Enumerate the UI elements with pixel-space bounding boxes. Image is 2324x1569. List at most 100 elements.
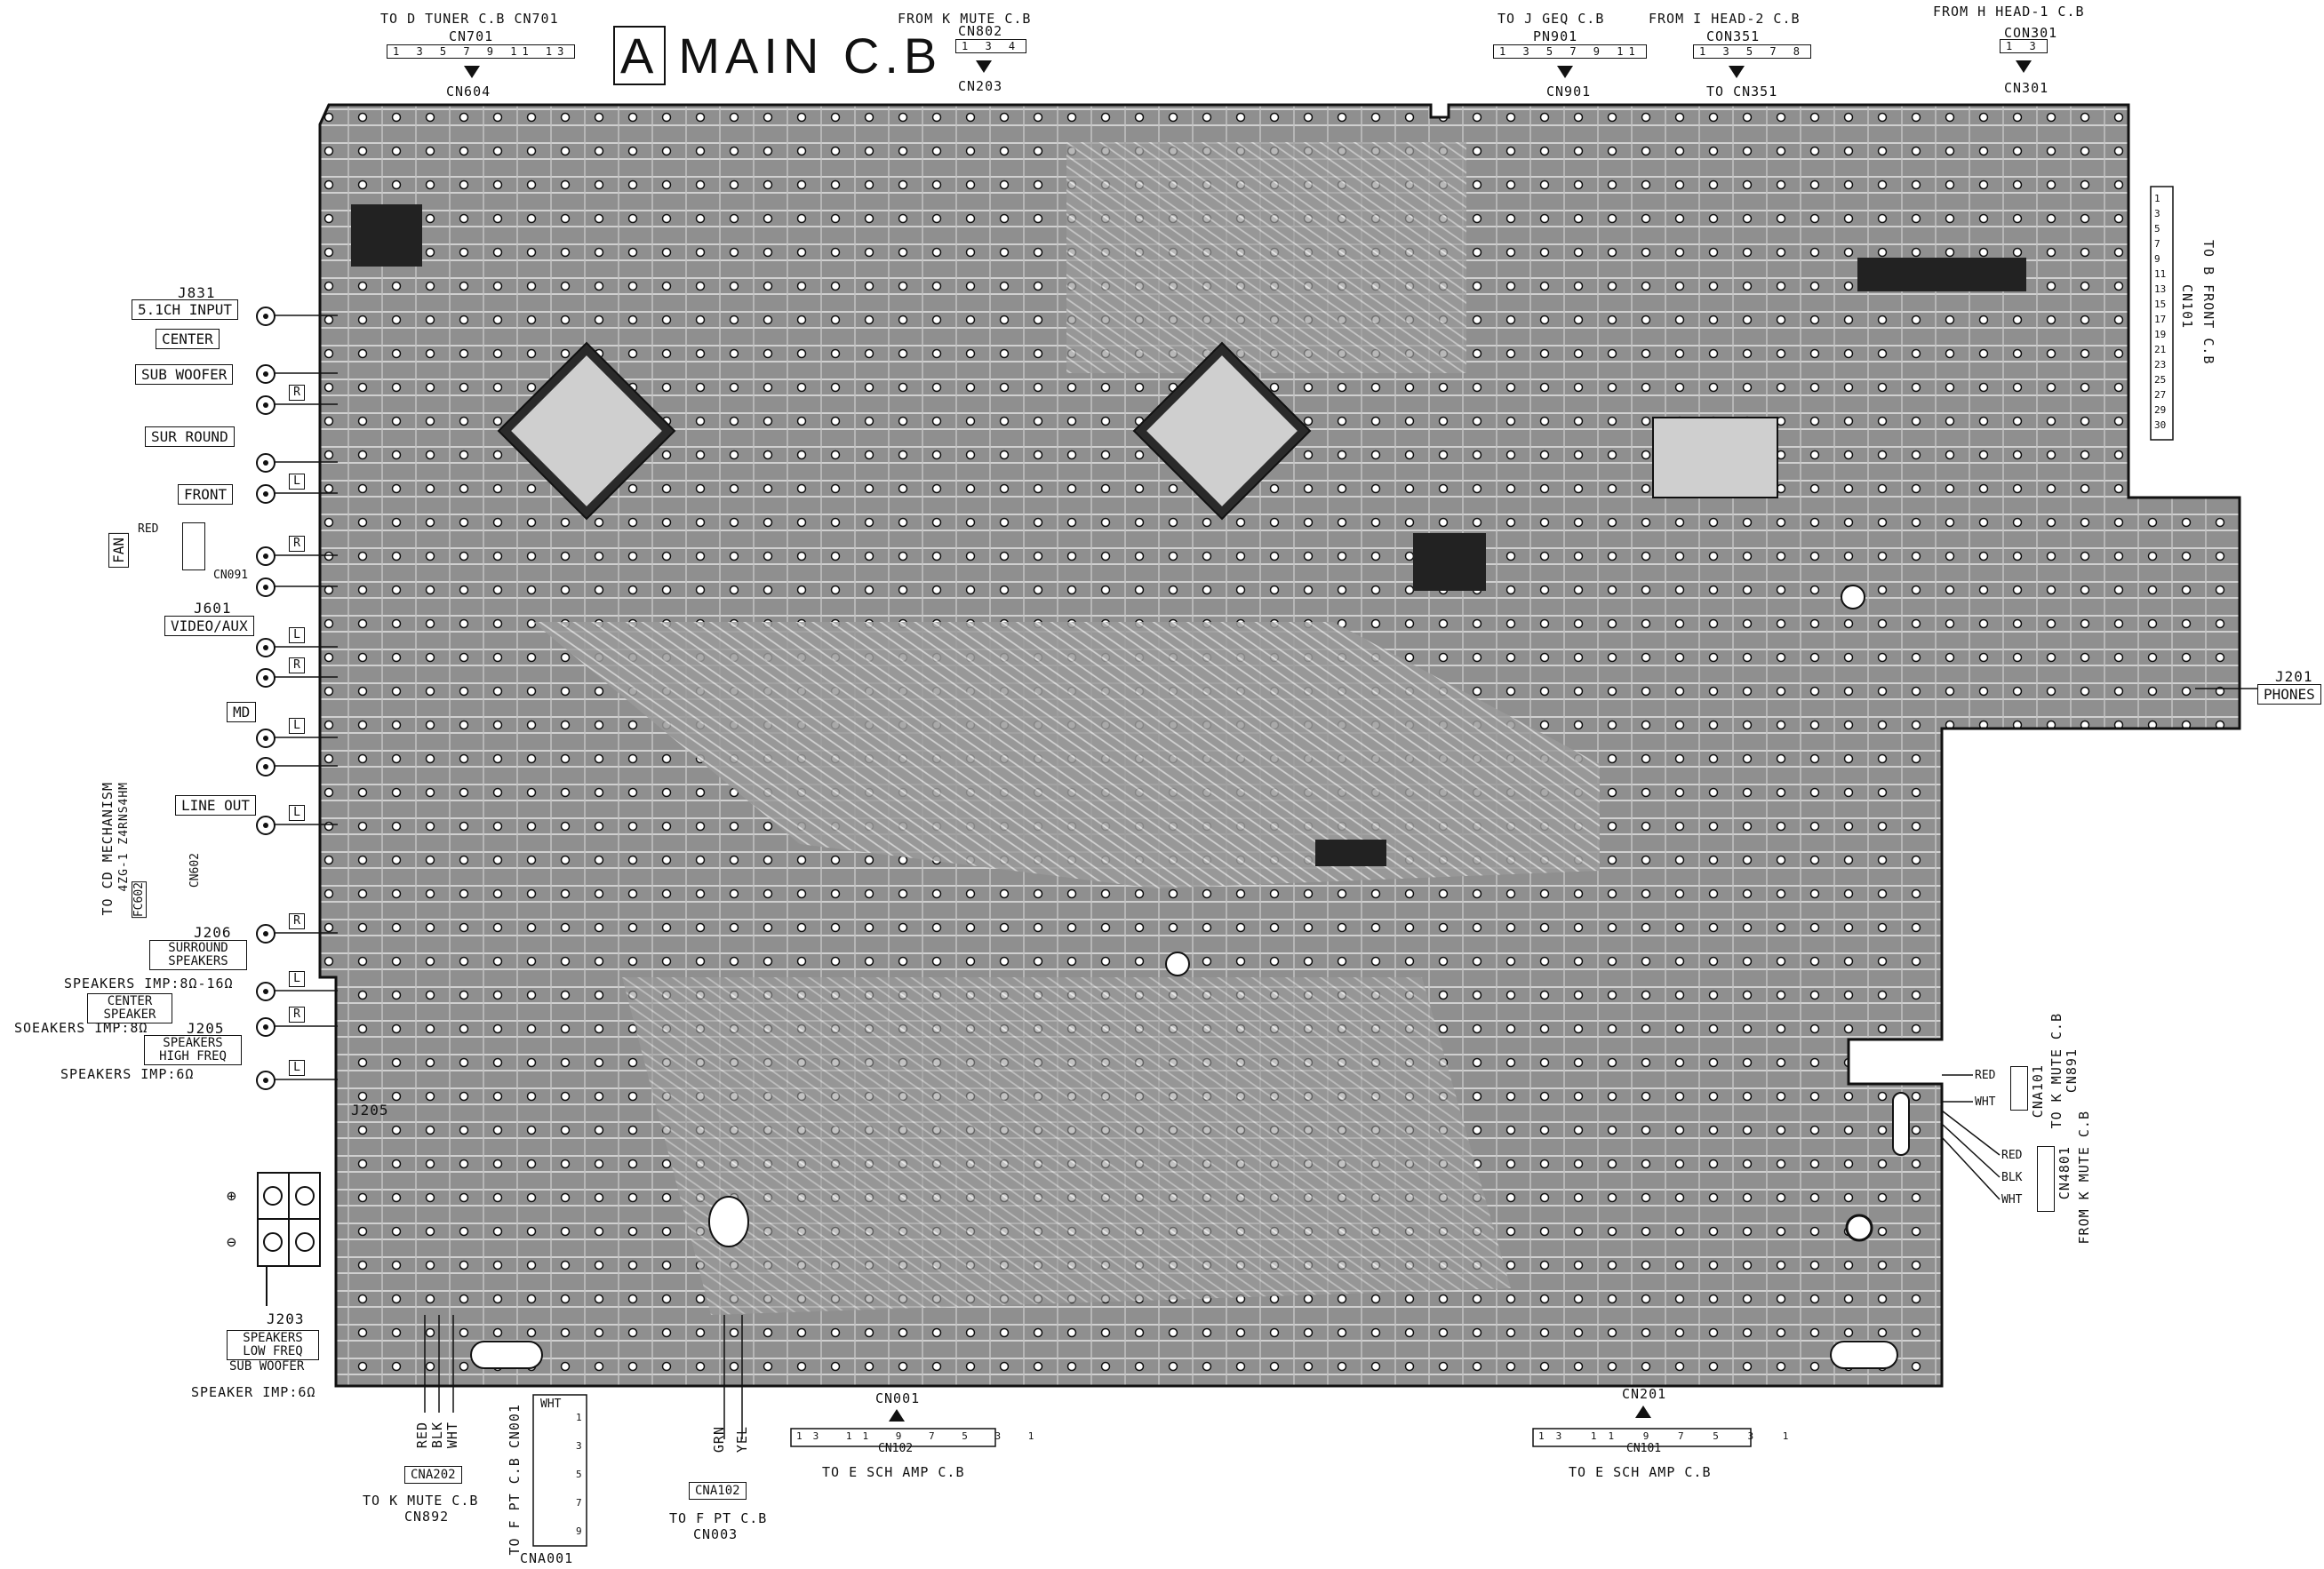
- speaker-imp-6: SPEAKER IMP:6Ω: [191, 1384, 316, 1400]
- rca-jack: [256, 1017, 276, 1037]
- fc602-label: FC602: [132, 881, 147, 919]
- from-mute-cn4801-label: FROM K MUTE C.B: [2076, 1111, 2092, 1245]
- cna001-connector: [532, 1394, 587, 1547]
- con301-arrow: [2016, 60, 2032, 73]
- cna001-pin-number: 7: [576, 1497, 582, 1509]
- geq-caption: TO J GEQ C.B: [1497, 11, 1605, 27]
- line-out-label: LINE OUT: [175, 795, 257, 816]
- cn102-pins: 13 11 9 7 5 3 1: [796, 1430, 1045, 1442]
- rca-jack: [256, 484, 276, 504]
- left-channel-mark: L: [289, 718, 305, 734]
- cn802-arrow: [976, 60, 992, 73]
- slot: [1830, 1341, 1898, 1369]
- left-channel-mark: L: [289, 474, 305, 490]
- center-label: CENTER: [156, 329, 220, 349]
- ic-left: [497, 341, 676, 521]
- sub-woofer-label: SUB WOOFER: [135, 364, 234, 385]
- board-title-text: MAIN C.B: [678, 28, 943, 84]
- cna202-blk-wire: BLK: [429, 1422, 445, 1449]
- cn101-bottom-label: CN101: [1626, 1442, 1662, 1455]
- cn101-pin-number: 7: [2154, 238, 2160, 250]
- sub-woofer-speaker-label: SUB WOOFER: [229, 1359, 305, 1374]
- cn701-pins: 1 3 5 7 9 11 13: [387, 44, 576, 59]
- right-channel-mark: R: [289, 536, 305, 552]
- video-aux-label: VIDEO/AUX: [164, 616, 254, 636]
- cn4801-pin-box: [2037, 1146, 2055, 1212]
- cna001-pin-number: 3: [576, 1440, 582, 1452]
- con301-name: CON301: [2004, 25, 2058, 41]
- cn701-arrow: [464, 66, 480, 78]
- front-label: FRONT: [178, 484, 234, 505]
- tuner-connector-caption: TO D TUNER C.B CN701: [380, 11, 559, 27]
- cn101-pin-number: 17: [2154, 314, 2167, 325]
- pn901-name: PN901: [1533, 28, 1578, 44]
- board-title-letter: A: [613, 26, 667, 85]
- cn001-label: CN001: [875, 1390, 921, 1406]
- mount-hole: [1841, 585, 1865, 609]
- rca-jack: [256, 638, 276, 657]
- cn4801-red-wire: RED: [2001, 1149, 2023, 1162]
- j206-label: J206: [194, 924, 232, 941]
- mount-hole: [708, 1196, 749, 1247]
- cn101-pin-number: 1: [2154, 193, 2160, 204]
- speaker-terminal-j203: [257, 1172, 321, 1306]
- pn901-pins: 1 3 5 7 9 11: [1493, 44, 1647, 59]
- left-channel-mark: L: [289, 1060, 305, 1076]
- cn101-pin-number: 9: [2154, 253, 2160, 265]
- cn351-target: TO CN351: [1706, 84, 1778, 100]
- j205-label: J205: [187, 1020, 225, 1037]
- slot: [470, 1341, 543, 1369]
- ic-right-top: [1857, 258, 2026, 291]
- to-pt-cn001-label: TO F PT C.B CN001: [507, 1404, 523, 1556]
- ic-middle: [1132, 341, 1312, 521]
- cn101-pin-number: 19: [2154, 329, 2167, 340]
- rca-jack: [256, 577, 276, 597]
- cn802-pins: 1 3 4: [955, 39, 1027, 53]
- cn203-target: CN203: [958, 78, 1003, 94]
- cna101-wht-wire: WHT: [1975, 1095, 1996, 1109]
- ic-mid-right: [1413, 533, 1486, 591]
- rca-jack: [256, 729, 276, 748]
- cn101-pin-number: 21: [2154, 344, 2167, 355]
- cn101-right-label: CN101: [2179, 284, 2195, 330]
- cn001-arrow: [889, 1409, 905, 1422]
- cn201-label: CN201: [1622, 1386, 1667, 1402]
- input-51ch-label: 5.1CH INPUT: [132, 299, 238, 320]
- right-channel-mark: R: [289, 913, 305, 929]
- cn101-bottom-pins: 13 11 9 7 5 3 1: [1538, 1430, 1801, 1442]
- cn4801-label: CN4801: [2056, 1146, 2072, 1200]
- rca-jack: [256, 668, 276, 688]
- cn003-label: CN003: [693, 1526, 739, 1542]
- plus-symbol: ⊕: [227, 1187, 236, 1206]
- cn101-pin-number: 13: [2154, 283, 2167, 295]
- head2-caption: FROM I HEAD-2 C.B: [1649, 11, 1801, 27]
- j601-label: J601: [194, 600, 232, 617]
- cn901-target: CN901: [1546, 84, 1592, 100]
- rca-jack: [256, 757, 276, 777]
- cn701-name: CN701: [449, 28, 494, 44]
- cna202-red-wire: RED: [414, 1422, 430, 1449]
- cna202-wht-wire: WHT: [444, 1422, 460, 1449]
- fan-pin-box: [182, 522, 205, 570]
- con301-pins: 1 3: [2000, 39, 2048, 53]
- md-label: MD: [227, 702, 257, 722]
- to-front-cb-label: TO B FRONT C.B: [2200, 240, 2216, 365]
- cn091-label: CN091: [213, 569, 249, 582]
- rca-jack: [256, 453, 276, 473]
- j205-bottom-label: J205: [351, 1102, 389, 1119]
- cn4801-wht-wire: WHT: [2001, 1193, 2023, 1207]
- j203-label: J203: [267, 1310, 305, 1327]
- ic-topleft: [351, 204, 422, 267]
- cna102-label: CNA102: [689, 1482, 747, 1500]
- cna101-red-wire: RED: [1975, 1069, 1996, 1082]
- cn604-target: CN604: [446, 84, 491, 100]
- slot: [1892, 1092, 1910, 1156]
- fan-label: FAN: [108, 533, 129, 568]
- cn802-name: CN802: [958, 23, 1003, 39]
- cn602-label: CN602: [188, 853, 202, 888]
- cd-mechanism-label: TO CD MECHANISM: [100, 782, 116, 916]
